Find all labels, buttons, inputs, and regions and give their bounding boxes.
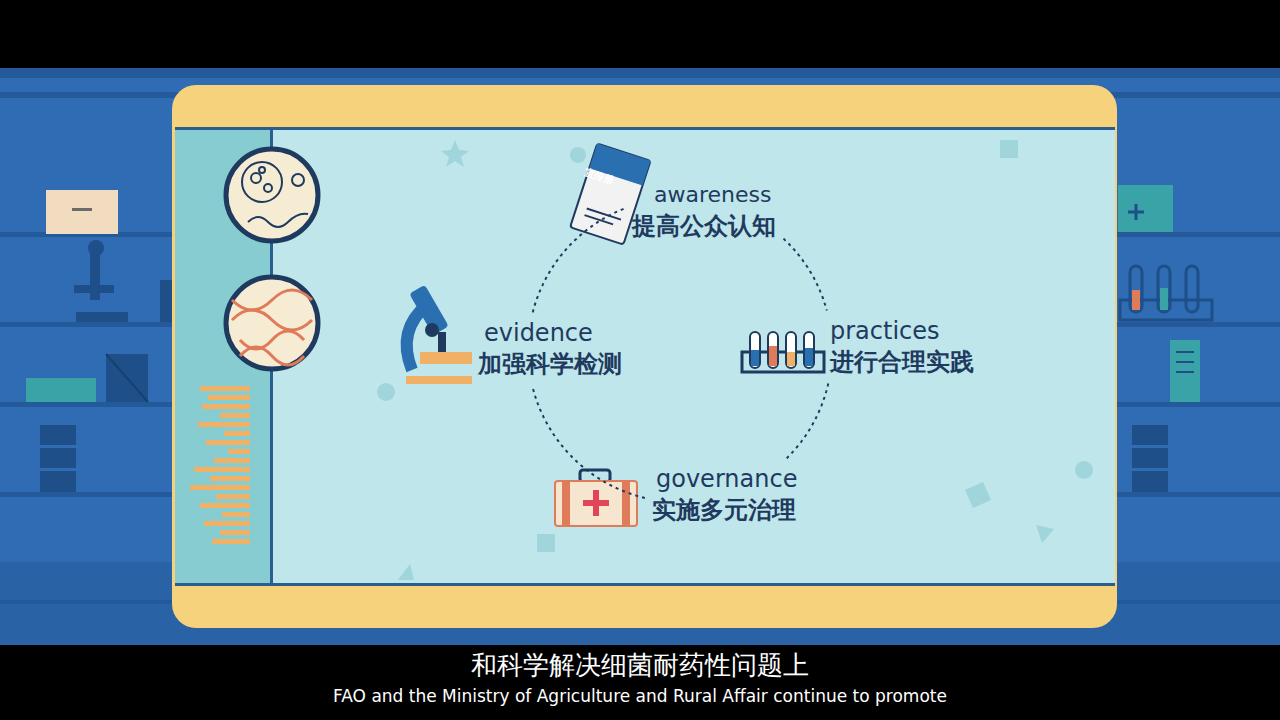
cycle-arc xyxy=(533,208,625,312)
cycle-arc xyxy=(784,239,827,311)
english-label: evidence xyxy=(478,318,622,348)
english-label: governance xyxy=(652,464,797,494)
goal-item: practices进行合理实践 xyxy=(826,314,978,380)
goal-item: evidence加强科学检测 xyxy=(474,316,626,382)
chinese-label: 加强科学检测 xyxy=(478,348,622,380)
english-label: practices xyxy=(830,316,974,346)
goal-item: governance实施多元治理 xyxy=(648,462,801,528)
goal-item: awareness提高公众认知 xyxy=(628,178,780,244)
chinese-label: 进行合理实践 xyxy=(830,346,974,378)
english-label: awareness xyxy=(632,180,776,210)
cycle-arc xyxy=(786,384,828,459)
chinese-label: 实施多元治理 xyxy=(652,494,797,526)
cycle-arc xyxy=(532,386,645,498)
subtitle-chinese: 和科学解决细菌耐药性问题上 xyxy=(0,648,1280,683)
chinese-label: 提高公众认知 xyxy=(632,210,776,242)
subtitle-english: FAO and the Ministry of Agriculture and … xyxy=(0,686,1280,706)
